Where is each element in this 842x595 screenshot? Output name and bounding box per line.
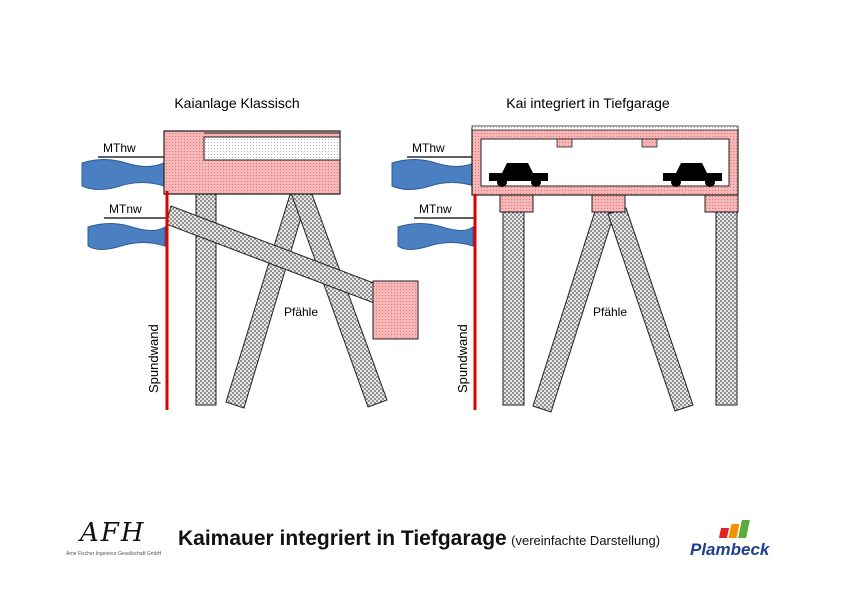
footer-title-main: Kaimauer integriert in Tiefgarage xyxy=(178,527,507,550)
right-diagram-title: Kai integriert in Tiefgarage xyxy=(506,95,670,111)
garage-beam-2 xyxy=(641,138,658,148)
left-diagram: Kaianlage Klassisch MThw MTnw Spundwand xyxy=(81,95,419,410)
plambeck-bars-icon xyxy=(718,520,750,538)
car-icon xyxy=(489,163,548,187)
mtnw-label-right: MTnw xyxy=(419,202,452,216)
afh-logo: AFH Arne Fischer Ingenieur Gesellschaft … xyxy=(66,518,162,564)
mthw-label-left: MThw xyxy=(103,141,136,155)
water-high-right xyxy=(391,159,475,190)
water-low-left xyxy=(87,223,166,250)
piles-left xyxy=(165,185,388,409)
spundwand-label-left: Spundwand xyxy=(146,324,161,393)
pile-vertical-front xyxy=(502,209,525,406)
car-icon xyxy=(663,163,722,187)
pfaehle-label-left: Pfähle xyxy=(284,305,318,319)
spundwand-label-right: Spundwand xyxy=(455,324,470,393)
mtnw-label-left: MTnw xyxy=(109,202,142,216)
anchor-block xyxy=(372,280,419,340)
right-diagram: Kai integriert in Tiefgarage MThw MTnw xyxy=(391,95,739,413)
backfill-area xyxy=(203,136,341,161)
garage-deck xyxy=(471,125,739,131)
pile-cap-front xyxy=(499,194,534,213)
water-high-left xyxy=(81,159,165,190)
water-low-right xyxy=(397,223,474,250)
footer-title-subtitle: (vereinfachte Darstellung) xyxy=(511,533,661,548)
pfaehle-label-right: Pfähle xyxy=(593,305,627,319)
pile-vertical-rear xyxy=(715,209,738,406)
left-diagram-title: Kaianlage Klassisch xyxy=(174,95,299,111)
afh-logo-mark: AFH xyxy=(80,518,146,548)
footer-title: Kaimauer integriert in Tiefgarage (verei… xyxy=(178,527,660,551)
plambeck-logo: Plambeck xyxy=(690,520,780,564)
pile-raked-left xyxy=(225,187,309,409)
mthw-label-right: MThw xyxy=(412,141,445,155)
plambeck-bar-red xyxy=(718,528,730,538)
garage-beam-1 xyxy=(556,138,573,148)
plambeck-logo-text: Plambeck xyxy=(690,540,770,559)
pile-cap-rear xyxy=(704,194,739,213)
afh-logo-subtext: Arne Fischer Ingenieur Gesellschaft GmbH xyxy=(66,551,162,557)
plambeck-bar-green xyxy=(738,520,750,538)
pile-cap-middle xyxy=(591,194,626,213)
